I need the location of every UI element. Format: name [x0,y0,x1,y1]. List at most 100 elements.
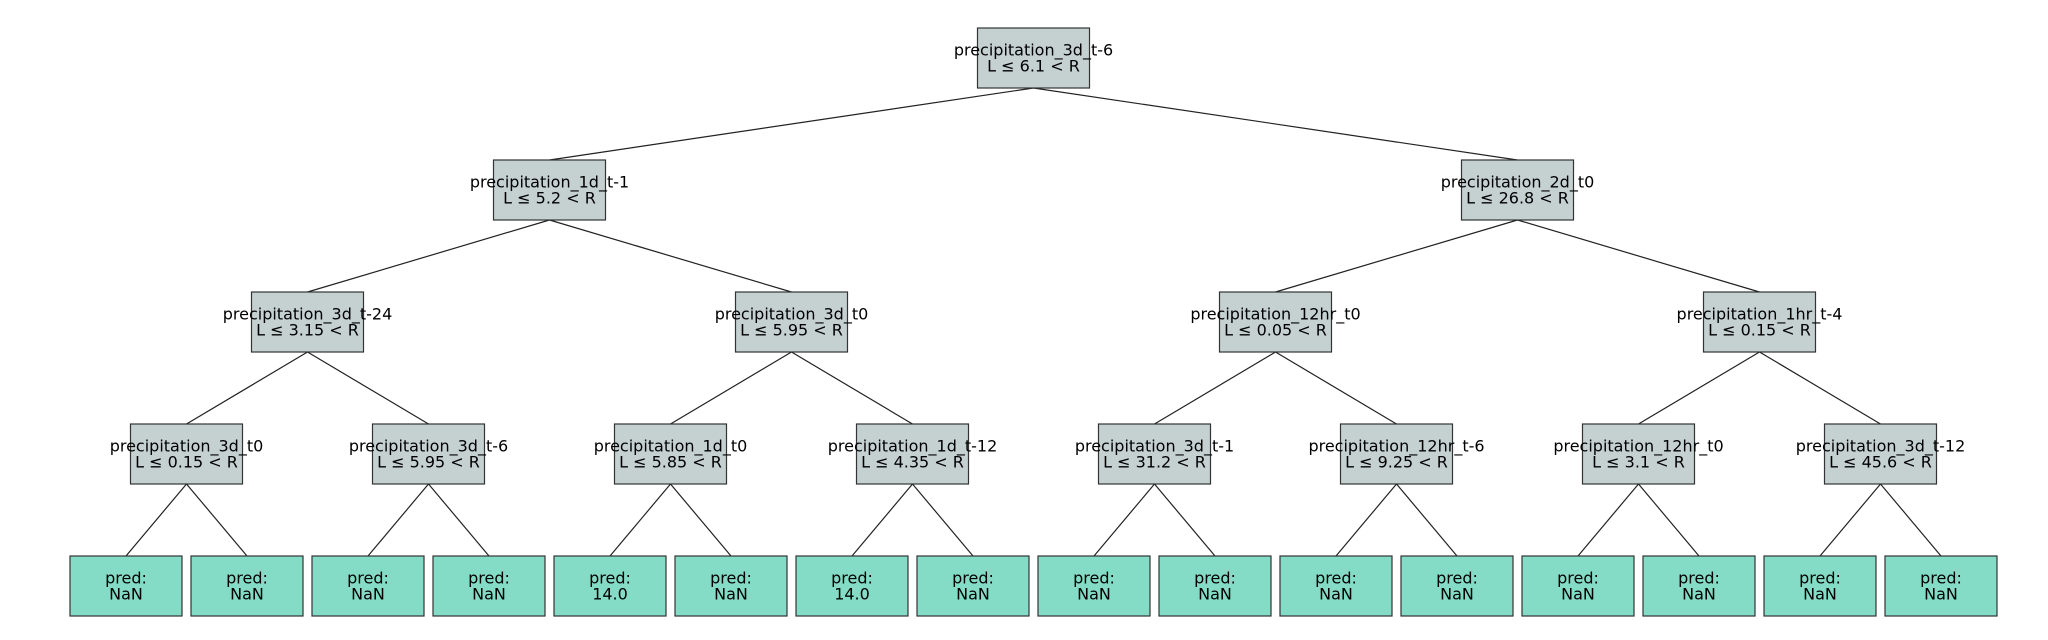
leaf-box [795,555,909,617]
leaf-pred-label: pred: [1557,569,1599,588]
leaf-node: pred:14.0 [553,555,667,617]
split-node: precipitation_1d_t-1L ≤ 5.2 < R [470,159,629,221]
split-node: precipitation_3d_t-12L ≤ 45.6 < R [1796,423,1966,485]
split-threshold-label: L ≤ 5.85 < R [619,453,722,472]
tree-edge [1154,351,1276,425]
tree-edge [186,351,308,425]
leaf-node: pred:NaN [432,555,546,617]
tree-edge [186,483,248,557]
split-box [1460,159,1575,221]
tree-edge [1335,483,1397,557]
split-threshold-label: L ≤ 3.15 < R [256,321,359,340]
leaf-pred-label: pred: [831,569,873,588]
tree-edge [1154,483,1216,557]
leaf-pred-value: NaN [1319,585,1353,604]
leaf-pred-value: NaN [1440,585,1474,604]
leaf-pred-label: pred: [1799,569,1841,588]
leaf-pred-value: 14.0 [592,585,628,604]
leaf-box [1642,555,1756,617]
split-box [734,291,849,353]
split-box [976,27,1091,89]
tree-edge [1819,483,1881,557]
leaf-node: pred:NaN [1037,555,1151,617]
split-threshold-label: L ≤ 31.2 < R [1103,453,1206,472]
leaf-pred-label: pred: [1315,569,1357,588]
tree-edge [549,87,1034,161]
tree-edge [367,483,429,557]
split-node: precipitation_3d_t-24L ≤ 3.15 < R [223,291,393,353]
leaf-box [1158,555,1272,617]
split-threshold-label: L ≤ 9.25 < R [1345,453,1448,472]
leaf-pred-label: pred: [105,569,147,588]
leaf-pred-label: pred: [468,569,510,588]
split-node: precipitation_1d_t0L ≤ 5.85 < R [594,423,747,485]
leaf-pred-label: pred: [347,569,389,588]
leaf-pred-label: pred: [710,569,752,588]
tree-edge [307,219,550,293]
split-node: precipitation_2d_t0L ≤ 26.8 < R [1441,159,1594,221]
tree-edge [791,351,913,425]
leaf-pred-value: NaN [1803,585,1837,604]
split-feature-label: precipitation_3d_t0 [715,305,869,325]
leaf-pred-value: 14.0 [834,585,870,604]
leaf-box [553,555,667,617]
tree-edge [1880,483,1942,557]
leaf-box [1521,555,1635,617]
split-box [1702,291,1817,353]
leaf-pred-label: pred: [1194,569,1236,588]
split-box [613,423,728,485]
tree-edge [1517,219,1760,293]
tree-edge [428,483,490,557]
split-threshold-label: L ≤ 26.8 < R [1466,189,1569,208]
leaf-pred-value: NaN [351,585,385,604]
split-threshold-label: L ≤ 6.1 < R [987,57,1080,76]
split-node: precipitation_12hr_t0L ≤ 3.1 < R [1553,423,1724,485]
split-feature-label: precipitation_3d_t-12 [1796,437,1966,457]
split-node: precipitation_1d_t-12L ≤ 4.35 < R [828,423,998,485]
leaf-pred-value: NaN [1077,585,1111,604]
split-box [129,423,244,485]
split-box [1218,291,1333,353]
leaf-box [311,555,425,617]
leaf-box [69,555,183,617]
split-node: precipitation_3d_t0L ≤ 5.95 < R [715,291,869,353]
split-threshold-label: L ≤ 4.35 < R [861,453,964,472]
split-feature-label: precipitation_1d_t-12 [828,437,998,457]
leaf-pred-value: NaN [1924,585,1958,604]
leaf-pred-value: NaN [956,585,990,604]
tree-edge [1759,351,1881,425]
split-node: precipitation_1hr_t-4L ≤ 0.15 < R [1677,291,1843,353]
leaf-pred-value: NaN [1198,585,1232,604]
split-box [250,291,365,353]
split-feature-label: precipitation_1d_t-1 [470,173,629,193]
tree-edge [851,483,913,557]
tree-edge [1093,483,1155,557]
leaf-pred-value: NaN [472,585,506,604]
tree-edge [1275,351,1397,425]
leaf-box [1279,555,1393,617]
split-box [1581,423,1696,485]
leaf-node: pred:NaN [1279,555,1393,617]
leaf-box [1400,555,1514,617]
leaf-box [1884,555,1998,617]
split-threshold-label: L ≤ 5.2 < R [503,189,596,208]
split-box [1339,423,1454,485]
split-node: precipitation_12hr_t-6L ≤ 9.25 < R [1308,423,1485,485]
leaf-node: pred:14.0 [795,555,909,617]
split-feature-label: precipitation_1hr_t-4 [1677,305,1843,325]
split-feature-label: precipitation_3d_t-6 [954,41,1113,61]
leaf-pred-value: NaN [714,585,748,604]
tree-edges [125,87,1942,557]
tree-edge [1577,483,1639,557]
split-feature-label: precipitation_3d_t0 [110,437,264,457]
leaf-node: pred:NaN [1763,555,1877,617]
split-box [1823,423,1938,485]
leaf-box [1763,555,1877,617]
tree-edge [670,483,732,557]
split-threshold-label: L ≤ 5.95 < R [377,453,480,472]
split-feature-label: precipitation_3d_t-24 [223,305,393,325]
split-node: precipitation_3d_t-1L ≤ 31.2 < R [1075,423,1234,485]
tree-edge [912,483,974,557]
leaf-pred-label: pred: [1436,569,1478,588]
